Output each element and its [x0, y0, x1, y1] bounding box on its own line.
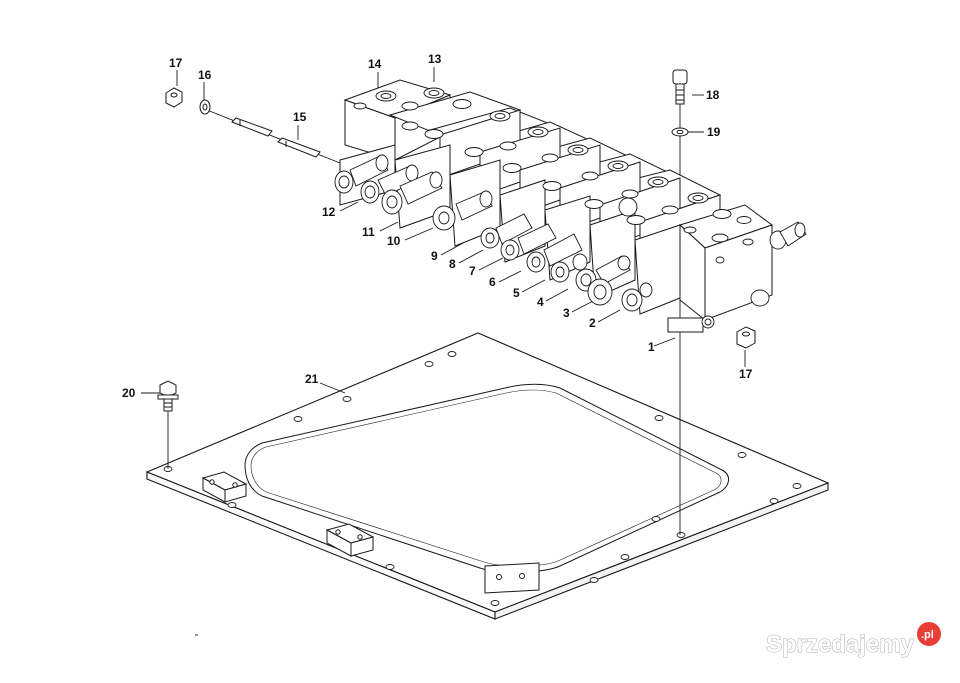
- callout-18: 18: [706, 88, 720, 102]
- mounting-block: [325, 523, 375, 557]
- callout-21: 21: [305, 372, 319, 386]
- mounting-plate: [145, 332, 830, 620]
- leader-lines: [141, 67, 746, 535]
- callout-6: 6: [489, 275, 496, 289]
- callout-13: 13: [428, 52, 442, 66]
- callout-9: 9: [431, 249, 438, 263]
- watermark: Sprzedajemy .pl: [766, 622, 941, 659]
- spool-fittings: [334, 154, 807, 329]
- washer-16: [199, 99, 211, 115]
- mounting-block: [201, 471, 248, 503]
- callout-12: 12: [322, 205, 336, 219]
- callout-11: 11: [362, 225, 375, 239]
- watermark-badge-icon: [917, 622, 941, 646]
- callout-5: 5: [513, 286, 520, 300]
- port-fittings: [353, 87, 754, 264]
- callout-8: 8: [449, 257, 456, 271]
- callout-2: 2: [589, 316, 596, 330]
- callout-14: 14: [368, 57, 382, 71]
- tie-rod: [231, 117, 321, 158]
- callout-20: 20: [122, 386, 136, 400]
- callout-19: 19: [707, 125, 721, 139]
- washer-19: [671, 127, 689, 137]
- nut-right: [736, 326, 756, 349]
- callout-17-left: 17: [169, 56, 183, 70]
- callout-10: 10: [387, 234, 401, 248]
- callout-1: 1: [648, 340, 655, 354]
- mounting-block: [484, 562, 540, 594]
- nut-left: [165, 87, 183, 108]
- callout-17-right: 17: [739, 367, 753, 381]
- callout-7: 7: [469, 264, 476, 278]
- callout-16: 16: [198, 68, 212, 82]
- callout-15: 15: [293, 110, 307, 124]
- watermark-badge-text: .pl: [921, 629, 934, 641]
- bolt-18: [672, 69, 688, 105]
- callout-3: 3: [563, 306, 570, 320]
- watermark-text: Sprzedajemy: [766, 631, 915, 658]
- callout-labels: 1 2 3 4 5 6 7 8 9 10 11 12 13 14 15 16 1…: [122, 52, 753, 400]
- control-valve-stack: [339, 79, 774, 333]
- bolt-20: [157, 380, 179, 412]
- callout-4: 4: [537, 295, 544, 309]
